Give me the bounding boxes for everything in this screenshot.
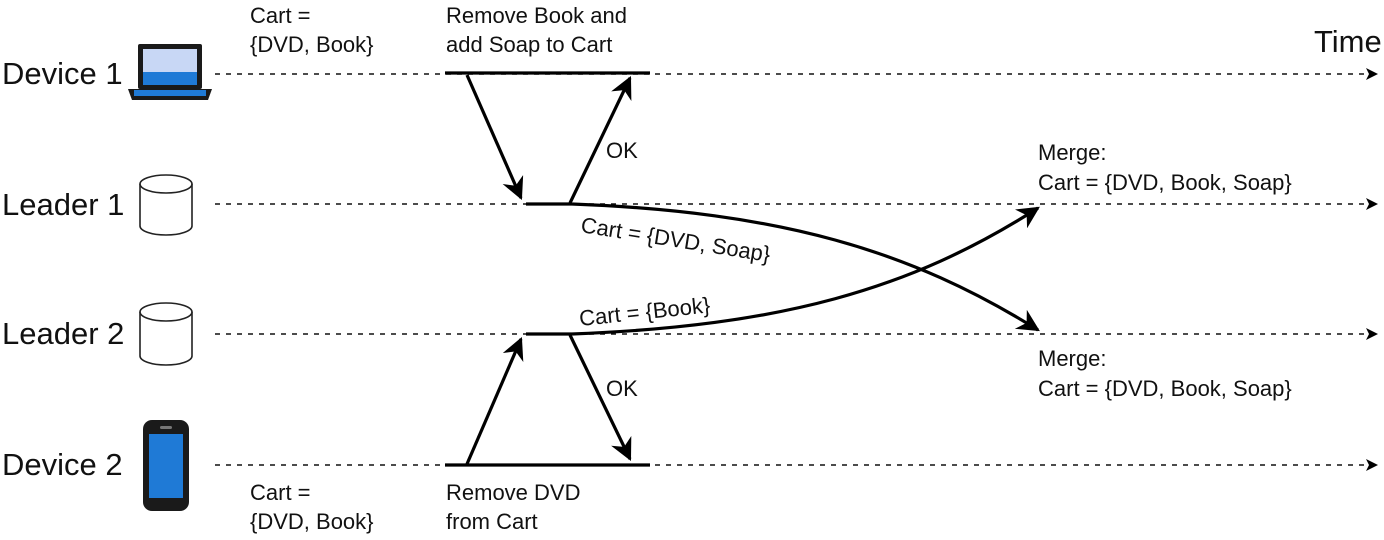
device2-state-line2: {DVD, Book} <box>250 509 374 534</box>
replication-leader2-to-leader1 <box>571 206 1040 336</box>
laptop-icon <box>128 44 212 100</box>
timeline-arrowhead-device1 <box>1366 68 1378 80</box>
arrow-leader1-ok-to-device1 <box>568 75 632 204</box>
device1-action-line2: add Soap to Cart <box>446 32 612 57</box>
smartphone-screen <box>149 434 183 498</box>
timeline-arrowhead-device2 <box>1366 459 1378 471</box>
ok-label-leader2: OK <box>606 376 638 401</box>
device2-state-line1: Cart = <box>250 480 311 505</box>
leader2-merge-note: Merge: Cart = {DVD, Book, Soap} <box>1038 346 1292 401</box>
device1-action-line1: Remove Book and <box>446 3 627 28</box>
ok-label-leader1: OK <box>606 138 638 163</box>
device1-action: Remove Book and add Soap to Cart <box>446 3 633 57</box>
timeline-arrowhead-leader2 <box>1366 328 1378 340</box>
laptop-screen-accent <box>143 72 197 85</box>
device1-state-line2: {DVD, Book} <box>250 32 374 57</box>
timeline-arrowhead-leader1 <box>1366 198 1378 210</box>
replication-leader1-to-leader2 <box>571 202 1040 332</box>
lane-label-leader1: Leader 1 <box>2 187 124 222</box>
arrow-device2-to-leader2 <box>465 336 524 465</box>
leader1-merge-line1: Merge: <box>1038 140 1106 165</box>
device2-initial-state: Cart = {DVD, Book} <box>250 480 374 534</box>
database-icon <box>139 174 193 236</box>
arrow-leader2-ok-to-device2 <box>568 334 632 462</box>
leader2-merge-line1: Merge: <box>1038 346 1106 371</box>
leader1-merge-line2: Cart = {DVD, Book, Soap} <box>1038 170 1292 195</box>
device2-action-line2: from Cart <box>446 509 538 534</box>
lane-label-device1: Device 1 <box>2 56 123 91</box>
lane-label-device2: Device 2 <box>2 447 123 482</box>
lane-label-leader2: Leader 2 <box>2 316 124 351</box>
device1-initial-state: Cart = {DVD, Book} <box>250 3 374 57</box>
leader1-merge-note: Merge: Cart = {DVD, Book, Soap} <box>1038 140 1292 195</box>
database-icon <box>139 302 193 366</box>
arrow-device1-to-leader1 <box>465 74 524 201</box>
time-axis-label: Time <box>1314 24 1382 59</box>
device2-action: Remove DVD from Cart <box>446 480 587 534</box>
leader2-merge-line2: Cart = {DVD, Book, Soap} <box>1038 376 1292 401</box>
smartphone-icon <box>143 420 189 511</box>
device2-action-line1: Remove DVD <box>446 480 580 505</box>
device1-state-line1: Cart = <box>250 3 311 28</box>
